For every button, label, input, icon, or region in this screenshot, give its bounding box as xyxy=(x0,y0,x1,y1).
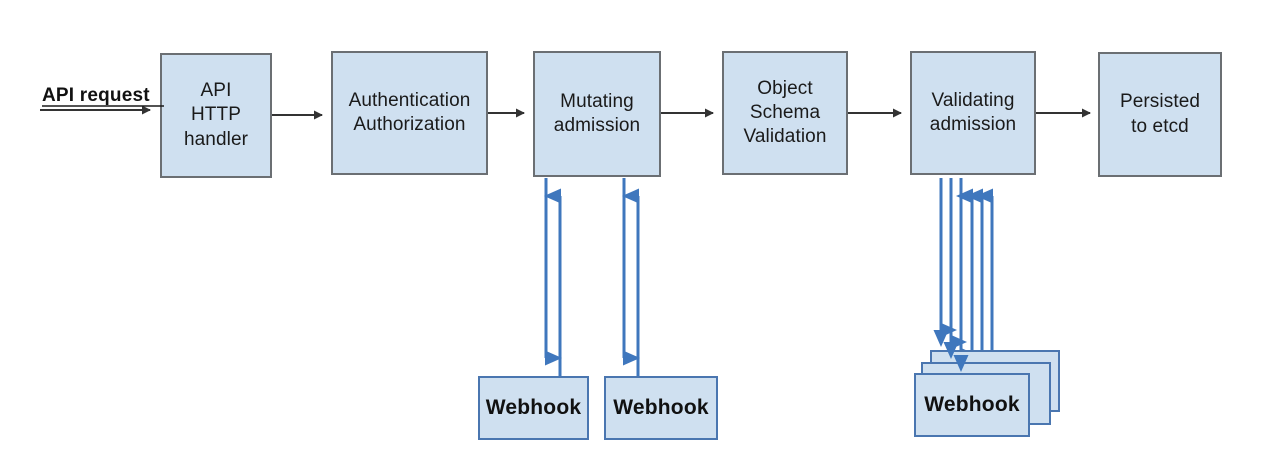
webhook-arrowhead-validating-1 xyxy=(933,330,949,347)
webhook-box-mutating-1[interactable]: Webhook xyxy=(478,376,589,440)
stage-box-object-schema-validation[interactable]: Object Schema Validation xyxy=(722,51,848,175)
api-request-label: API request xyxy=(42,85,150,106)
stage-box-authentication-authorization[interactable]: Authentication Authorization xyxy=(331,51,488,175)
webhook-box-mutating-2[interactable]: Webhook xyxy=(604,376,718,440)
stage-box-persisted-to-etcd[interactable]: Persisted to etcd xyxy=(1098,52,1222,177)
stage-box-mutating-admission[interactable]: Mutating admission xyxy=(533,51,661,177)
stage-box-api-http-handler[interactable]: API HTTP handler xyxy=(160,53,272,178)
webhook-box-validating-front[interactable]: Webhook xyxy=(914,373,1030,437)
stage-box-validating-admission[interactable]: Validating admission xyxy=(910,51,1036,175)
